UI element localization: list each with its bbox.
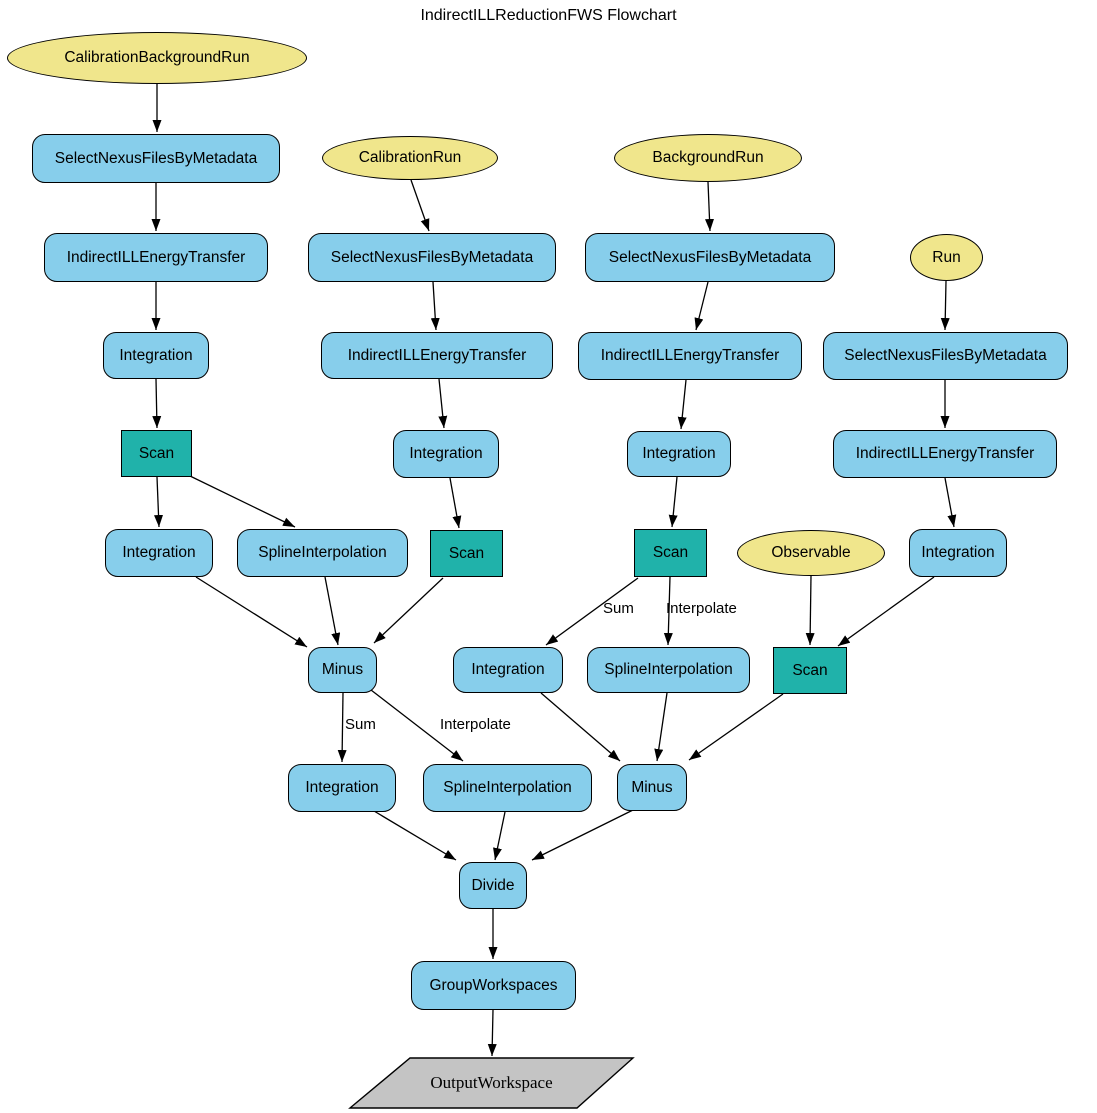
node-integration-1: Integration <box>103 332 209 379</box>
node-spline-interpolation-2: SplineInterpolation <box>423 764 592 812</box>
edge <box>940 280 950 331</box>
edge <box>152 378 162 429</box>
edge <box>805 575 815 646</box>
edge <box>337 692 347 763</box>
edge <box>944 477 957 528</box>
node-scan-4: Scan <box>773 647 847 694</box>
node-background-run: BackgroundRun <box>614 134 802 182</box>
node-select-nexus-files-by-metadata-2: SelectNexusFilesByMetadata <box>308 233 556 282</box>
edge-label-interpolate-upper: Interpolate <box>666 600 737 617</box>
node-spline-interpolation-1: SplineInterpolation <box>237 529 408 577</box>
edge <box>677 379 687 430</box>
node-indirect-ill-energy-transfer-1: IndirectILLEnergyTransfer <box>44 233 268 282</box>
edge <box>654 692 668 762</box>
node-select-nexus-files-by-metadata-1: SelectNexusFilesByMetadata <box>32 134 280 183</box>
edge <box>370 689 464 762</box>
edge <box>410 179 430 232</box>
node-integration-4: Integration <box>288 764 396 812</box>
node-minus-1: Minus <box>308 647 377 693</box>
edge <box>493 811 506 861</box>
edge-label-sum-upper: Sum <box>603 600 634 617</box>
edge <box>154 476 164 528</box>
node-divide: Divide <box>459 862 527 909</box>
edge <box>540 692 621 762</box>
edge <box>705 181 715 232</box>
node-scan-2: Scan <box>430 530 503 577</box>
diagram-title: IndirectILLReductionFWS Flowchart <box>420 7 677 24</box>
edge <box>487 1009 497 1057</box>
edge <box>837 576 935 647</box>
node-observable: Observable <box>737 530 885 576</box>
edge <box>438 378 448 429</box>
output-workspace-shape <box>348 1057 635 1109</box>
node-output-workspace: OutputWorkspace <box>430 1073 553 1092</box>
edge <box>430 281 440 331</box>
edge <box>545 577 639 646</box>
edge-group <box>151 84 957 1057</box>
edge <box>189 475 296 528</box>
node-calibration-run: CalibrationRun <box>322 136 498 180</box>
node-select-nexus-files-by-metadata-3: SelectNexusFilesByMetadata <box>585 233 835 282</box>
node-calibration-background-run: CalibrationBackgroundRun <box>7 32 307 84</box>
node-select-nexus-files-by-metadata-4: SelectNexusFilesByMetadata <box>823 332 1068 380</box>
edge <box>324 576 341 646</box>
node-integration-2: Integration <box>105 529 213 577</box>
node-integration-5: Integration <box>627 431 731 477</box>
edge <box>449 477 462 529</box>
edge <box>663 576 673 646</box>
node-spline-interpolation-3: SplineInterpolation <box>587 647 750 693</box>
node-minus-2: Minus <box>617 764 687 811</box>
edge <box>694 281 709 331</box>
edge <box>688 693 784 761</box>
node-indirect-ill-energy-transfer-2: IndirectILLEnergyTransfer <box>321 332 553 379</box>
node-integration-3: Integration <box>393 430 499 478</box>
node-scan-3: Scan <box>634 529 707 577</box>
edge <box>668 476 678 528</box>
node-run: Run <box>910 234 983 281</box>
edge <box>195 576 308 648</box>
node-scan-1: Scan <box>121 430 192 477</box>
edge <box>373 577 444 644</box>
node-integration-6: Integration <box>453 647 563 693</box>
node-integration-7: Integration <box>909 529 1007 577</box>
node-indirect-ill-energy-transfer-3: IndirectILLEnergyTransfer <box>578 332 802 380</box>
edge <box>373 810 457 861</box>
node-group-workspaces: GroupWorkspaces <box>411 961 576 1010</box>
edge-label-interpolate-lower: Interpolate <box>440 716 511 733</box>
edge <box>531 809 634 861</box>
edge-label-sum-lower: Sum <box>345 716 376 733</box>
node-indirect-ill-energy-transfer-4: IndirectILLEnergyTransfer <box>833 430 1057 478</box>
